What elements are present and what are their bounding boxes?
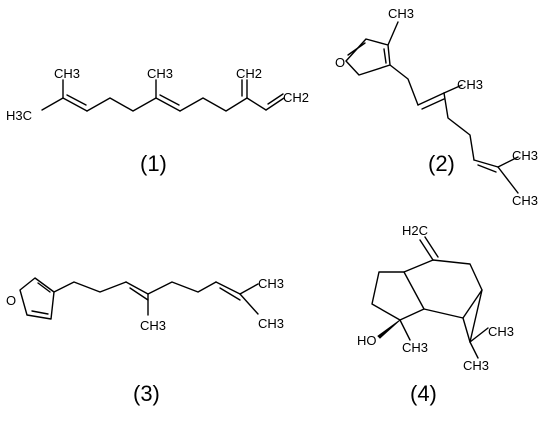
furan-oxygen-label: O bbox=[6, 293, 16, 308]
caption-4: (4) bbox=[410, 381, 437, 406]
end-methyl-a-label: CH3 bbox=[512, 148, 538, 163]
end-methyl-a-label: CH3 bbox=[258, 276, 284, 291]
structure-1-bonds bbox=[41, 79, 285, 112]
caption-2: (2) bbox=[428, 151, 455, 176]
structure-2-bonds bbox=[345, 21, 519, 194]
vinyl-label: CH2 bbox=[283, 90, 309, 105]
structure-4-bonds bbox=[371, 236, 489, 359]
hydroxyl-label: HO bbox=[357, 333, 377, 348]
caption-3: (3) bbox=[133, 381, 160, 406]
end-methyl-b-label: CH3 bbox=[258, 316, 284, 331]
structure-2: O CH3 CH3 CH3 CH3 (2) bbox=[335, 6, 538, 208]
ring-methyl-label: CH3 bbox=[388, 6, 414, 21]
end-methyl-b-label: CH3 bbox=[512, 193, 538, 208]
methyl-b-label: H3C bbox=[6, 108, 32, 123]
structure-4: H2C HO CH3 CH3 CH3 (4) bbox=[357, 223, 514, 406]
structure-3: O CH3 CH3 CH3 (3) bbox=[6, 276, 284, 406]
structure-1: CH3 H3C CH3 CH2 CH2 (1) bbox=[6, 66, 309, 176]
gem-methyl-a-label: CH3 bbox=[488, 324, 514, 339]
oh-methyl-label: CH3 bbox=[402, 340, 428, 355]
methylene-label: H2C bbox=[402, 223, 428, 238]
mid-methyl-label: CH3 bbox=[457, 77, 483, 92]
methylene-label: CH2 bbox=[236, 66, 262, 81]
caption-1: (1) bbox=[140, 151, 167, 176]
gem-methyl-b-label: CH3 bbox=[463, 358, 489, 373]
structure-3-bonds bbox=[19, 277, 259, 320]
methyl-a-label: CH3 bbox=[54, 66, 80, 81]
methyl-c-label: CH3 bbox=[147, 66, 173, 81]
furan-oxygen-label: O bbox=[335, 55, 345, 70]
mid-methyl-label: CH3 bbox=[140, 318, 166, 333]
